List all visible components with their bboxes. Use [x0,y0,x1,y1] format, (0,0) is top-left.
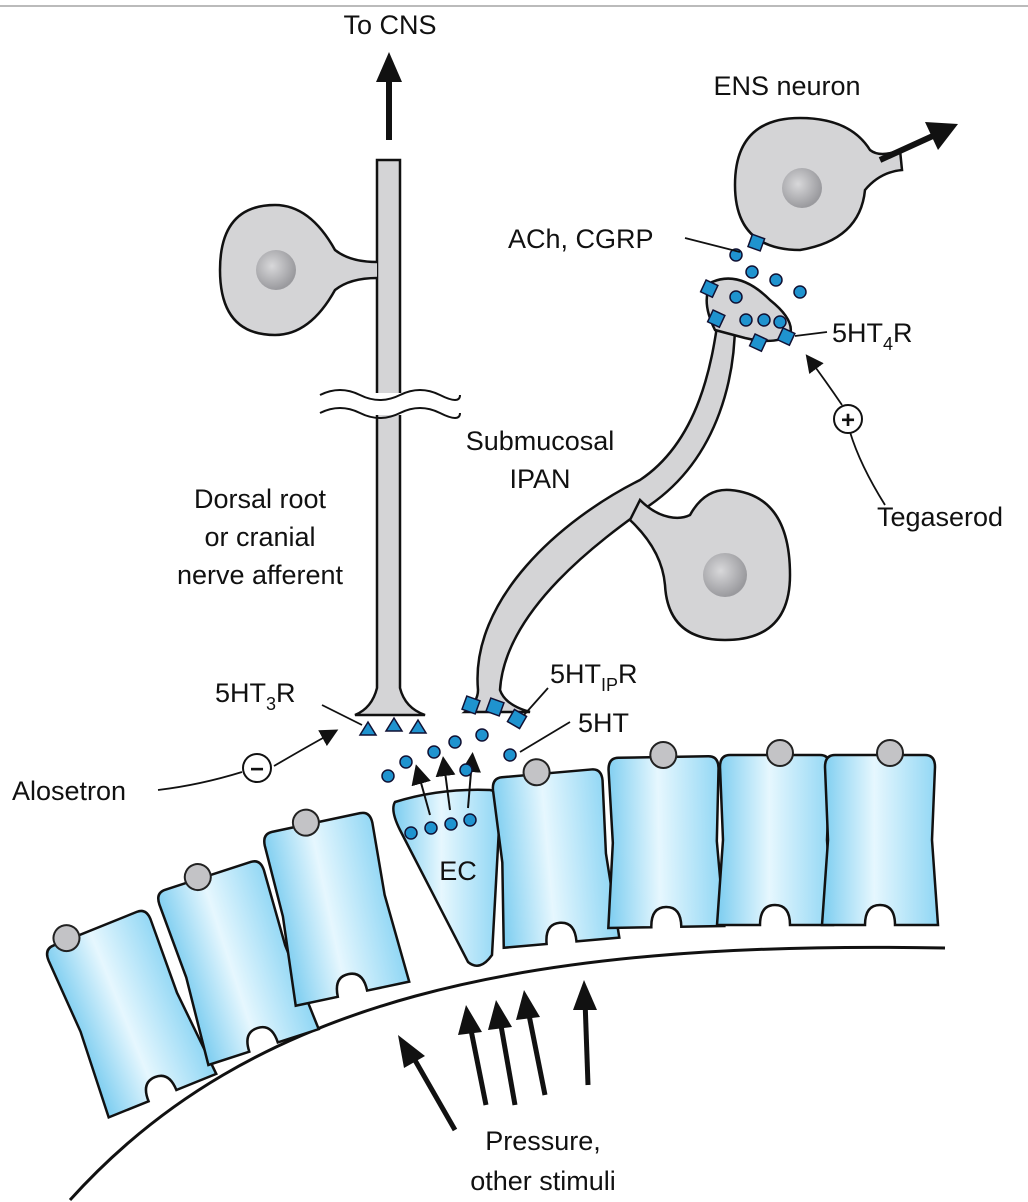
label-5ht4r: 5HT4R [832,318,913,354]
serotonin-granule [444,817,458,831]
microvillus-knob [649,741,678,770]
label-dorsal-root: Dorsal root [194,484,327,514]
afferent-nucleus [256,250,296,290]
label-or-cranial: or cranial [204,522,315,552]
label-tegaserod: Tegaserod [877,502,1003,532]
ipan-nucleus [703,553,747,597]
label-5ht: 5HT [578,708,629,738]
basement-membrane [68,945,946,1202]
label-pressure: Pressure, [485,1126,601,1156]
5htip-receptor [485,697,505,717]
label-other-stimuli: other stimuli [470,1166,616,1196]
5ht3-receptor [384,716,404,732]
antagonist-minus-icon [242,753,272,783]
released-serotonin [381,728,517,783]
serotonin-granule [404,826,418,840]
epithelial-cell [491,758,621,950]
label-alosetron: Alosetron [12,776,126,806]
label-ec: EC [439,856,477,886]
label-nerve-afferent: nerve afferent [177,560,344,590]
5ht3-receptor [358,720,378,736]
plus-sign: + [841,407,855,434]
ipan-neuron [461,277,793,730]
enterochromaffin-cell [392,788,502,967]
epithelial-cell [715,739,835,927]
5ht4-receptor [706,309,726,329]
label-ens-neuron: ENS neuron [713,71,860,101]
ens-output-arrow-head [925,122,958,150]
to-cns-arrow-head [376,52,402,82]
5htip-receptor [506,708,528,730]
microvillus-knob [522,758,551,787]
epithelial-cell [606,741,726,930]
microvillus-knob [876,739,904,767]
epithelial-cell [263,808,411,1008]
ens-nucleus [782,168,822,208]
ens-neuron [733,116,958,252]
epithelial-layer [45,739,940,1120]
label-ach-cgrp: ACh, CGRP [508,224,654,254]
label-to-cns: To CNS [343,10,436,40]
serotonin-granule [463,813,477,827]
5ht4-receptor [776,327,796,347]
synaptic-cleft [699,233,807,353]
5ht3-receptor [408,718,428,734]
afferent-neuron [218,158,461,736]
serotonin-granule [424,821,438,835]
5ht4-receptor [699,279,719,299]
leader-lines [157,237,886,791]
label-ipan: IPAN [509,464,570,494]
ens-receptor [747,233,766,252]
ens-output-arrow-shaft [878,132,937,163]
microvillus-knob [52,924,81,953]
microvillus-knob [291,808,320,837]
epithelial-cell [820,739,940,927]
label-5ht3r: 5HT3R [215,678,296,714]
microvillus-knob [766,739,794,767]
label-5htipr: 5HTIPR [550,659,638,695]
5htip-receptor [461,695,481,715]
5ht4-receptor [748,333,768,353]
pressure-arrows [398,980,597,1132]
label-submucosal: Submucosal [466,426,615,456]
minus-sign: − [250,756,264,783]
agonist-plus-icon [833,404,863,434]
epithelial-cell [157,860,321,1067]
epithelial-cell [45,909,218,1120]
microvillus-knob [183,863,212,892]
